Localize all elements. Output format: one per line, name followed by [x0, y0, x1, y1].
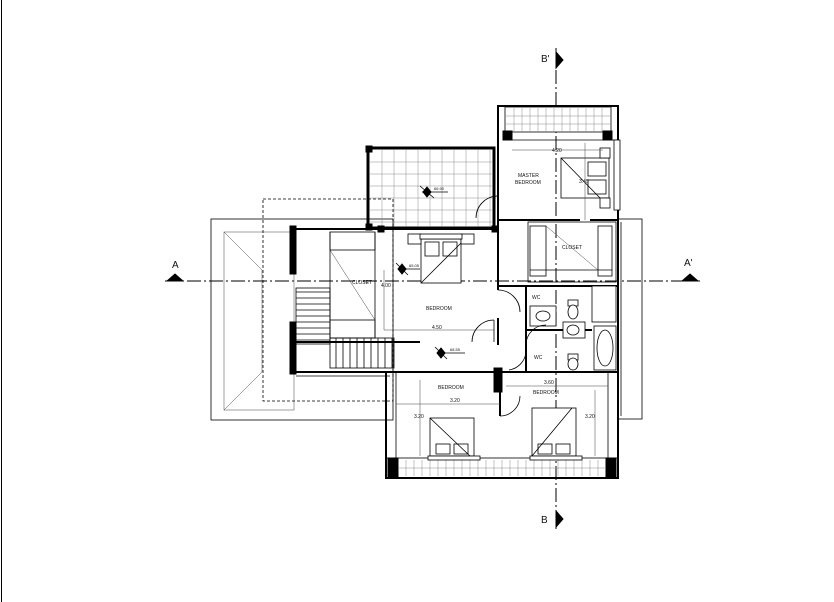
room-label-wc-lower: WC	[534, 355, 543, 361]
room-label-bedroom-left: BEDROOM	[438, 385, 464, 391]
level-label-bedroom: 65.05	[409, 263, 420, 268]
dim-master-width: 4.20	[552, 148, 562, 154]
level-marker-terrace	[419, 185, 448, 199]
room-label-bedroom-right: BEDROOM	[533, 390, 559, 396]
level-label-hall: 68.55	[450, 347, 461, 352]
room-label-closet-left: CLOSET	[352, 280, 372, 286]
section-arrow-b-top	[555, 50, 564, 70]
dim-bedroom-left-width: 3.20	[450, 398, 460, 404]
bedroom-center-area	[289, 225, 521, 375]
dim-master-depth: 3.45	[579, 179, 589, 185]
section-label-a-left: A	[172, 260, 179, 271]
bottom-wing	[385, 367, 619, 479]
level-marker-hall	[434, 346, 465, 360]
closet-right-area	[527, 218, 643, 420]
section-label-a-right: A'	[684, 258, 693, 269]
room-label-wc-upper: WC	[532, 295, 541, 301]
staircase	[295, 287, 395, 369]
room-label-master-2: BEDROOM	[515, 180, 541, 186]
level-label-terrace: 66.90	[434, 186, 445, 191]
room-label-bedroom-center: BEDROOM	[426, 306, 452, 312]
section-arrow-a-left	[165, 273, 185, 282]
roof-outline-left	[210, 198, 394, 421]
room-label-master-1: MASTER	[518, 173, 539, 179]
room-label-closet-right: CLOSET	[562, 245, 582, 251]
section-label-b-top: B'	[541, 54, 550, 65]
section-label-b-bottom: B	[541, 515, 548, 526]
bathrooms	[508, 285, 619, 373]
master-wing	[475, 105, 621, 287]
dim-bedroom-width: 4.50	[432, 325, 442, 331]
dim-closet-depth: 4.00	[381, 283, 391, 289]
terrace-top	[365, 145, 496, 231]
dim-bedroom-right-width: 3.60	[544, 380, 554, 386]
section-arrow-a-right	[680, 273, 700, 282]
section-arrow-b-bottom	[555, 509, 564, 529]
dim-bedroom-left-depth: 3.20	[414, 414, 424, 420]
dim-bedroom-right-depth: 3.20	[585, 414, 595, 420]
level-marker-bedroom	[395, 262, 420, 276]
